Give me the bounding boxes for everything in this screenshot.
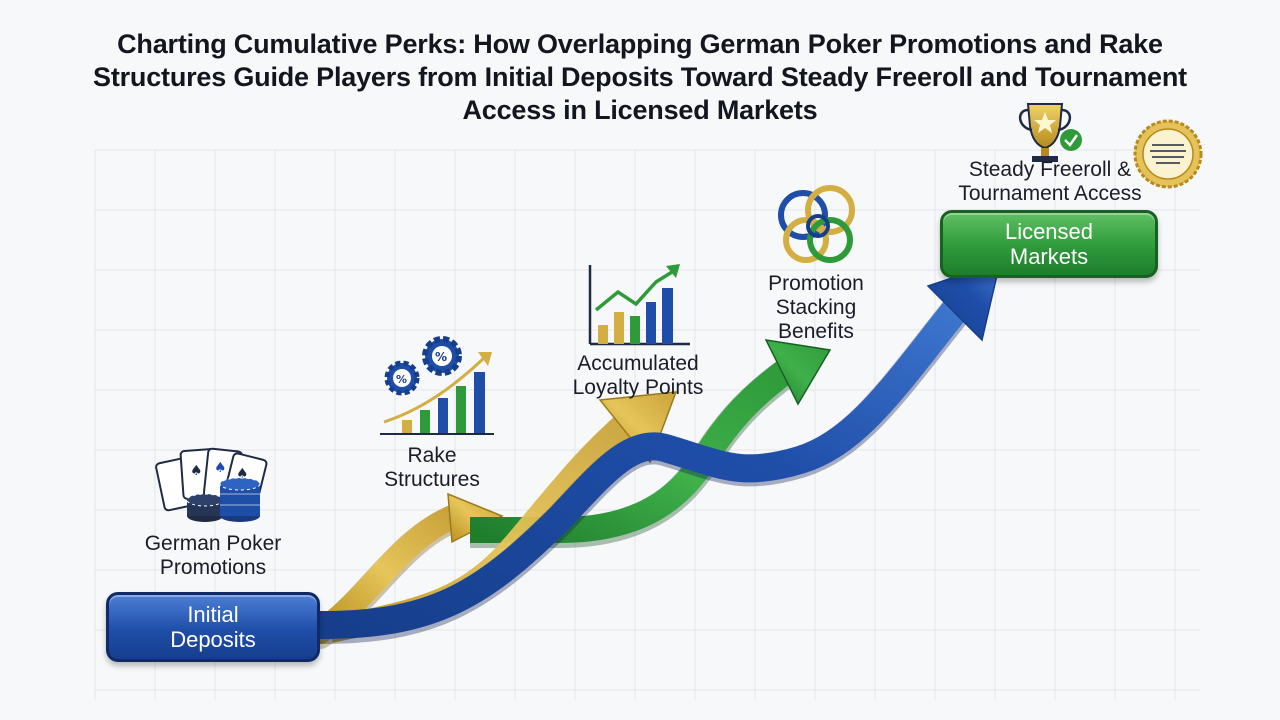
svg-text:♠: ♠ [214,460,227,476]
licensed-markets-label: Licensed Markets [1004,219,1094,269]
svg-text:%: % [396,373,407,386]
label-accumulated-loyalty-points: Accumulated Loyalty Points [572,352,704,399]
initial-deposits-box: Initial Deposits [106,592,320,662]
label-german-poker-promotions: German Poker Promotions [144,532,282,579]
blue-arrow [319,260,1002,644]
interlocking-rings-icon [778,185,855,263]
svg-text:♠: ♠ [190,463,203,479]
gold-seal-icon [1133,119,1203,189]
trophy-check-icon [1019,103,1082,162]
svg-text:%: % [435,350,447,364]
label-steady-freeroll-access: Steady Freeroll & Tournament Access [958,158,1142,205]
label-rake-structures: Rake Structures [384,444,480,491]
playing-cards-chips-icon: ♠ ♠ ♠ [155,447,268,522]
label-promotion-stacking-benefits: Promotion Stacking Benefits [768,272,864,343]
growth-bar-chart-icon [588,264,690,346]
licensed-markets-box: Licensed Markets [940,210,1158,278]
page-title: Charting Cumulative Perks: How Overlappi… [93,29,1187,125]
initial-deposits-label: Initial Deposits [170,602,256,652]
percent-gears-chart-icon: % % [380,336,494,435]
svg-text:♠: ♠ [236,466,249,482]
